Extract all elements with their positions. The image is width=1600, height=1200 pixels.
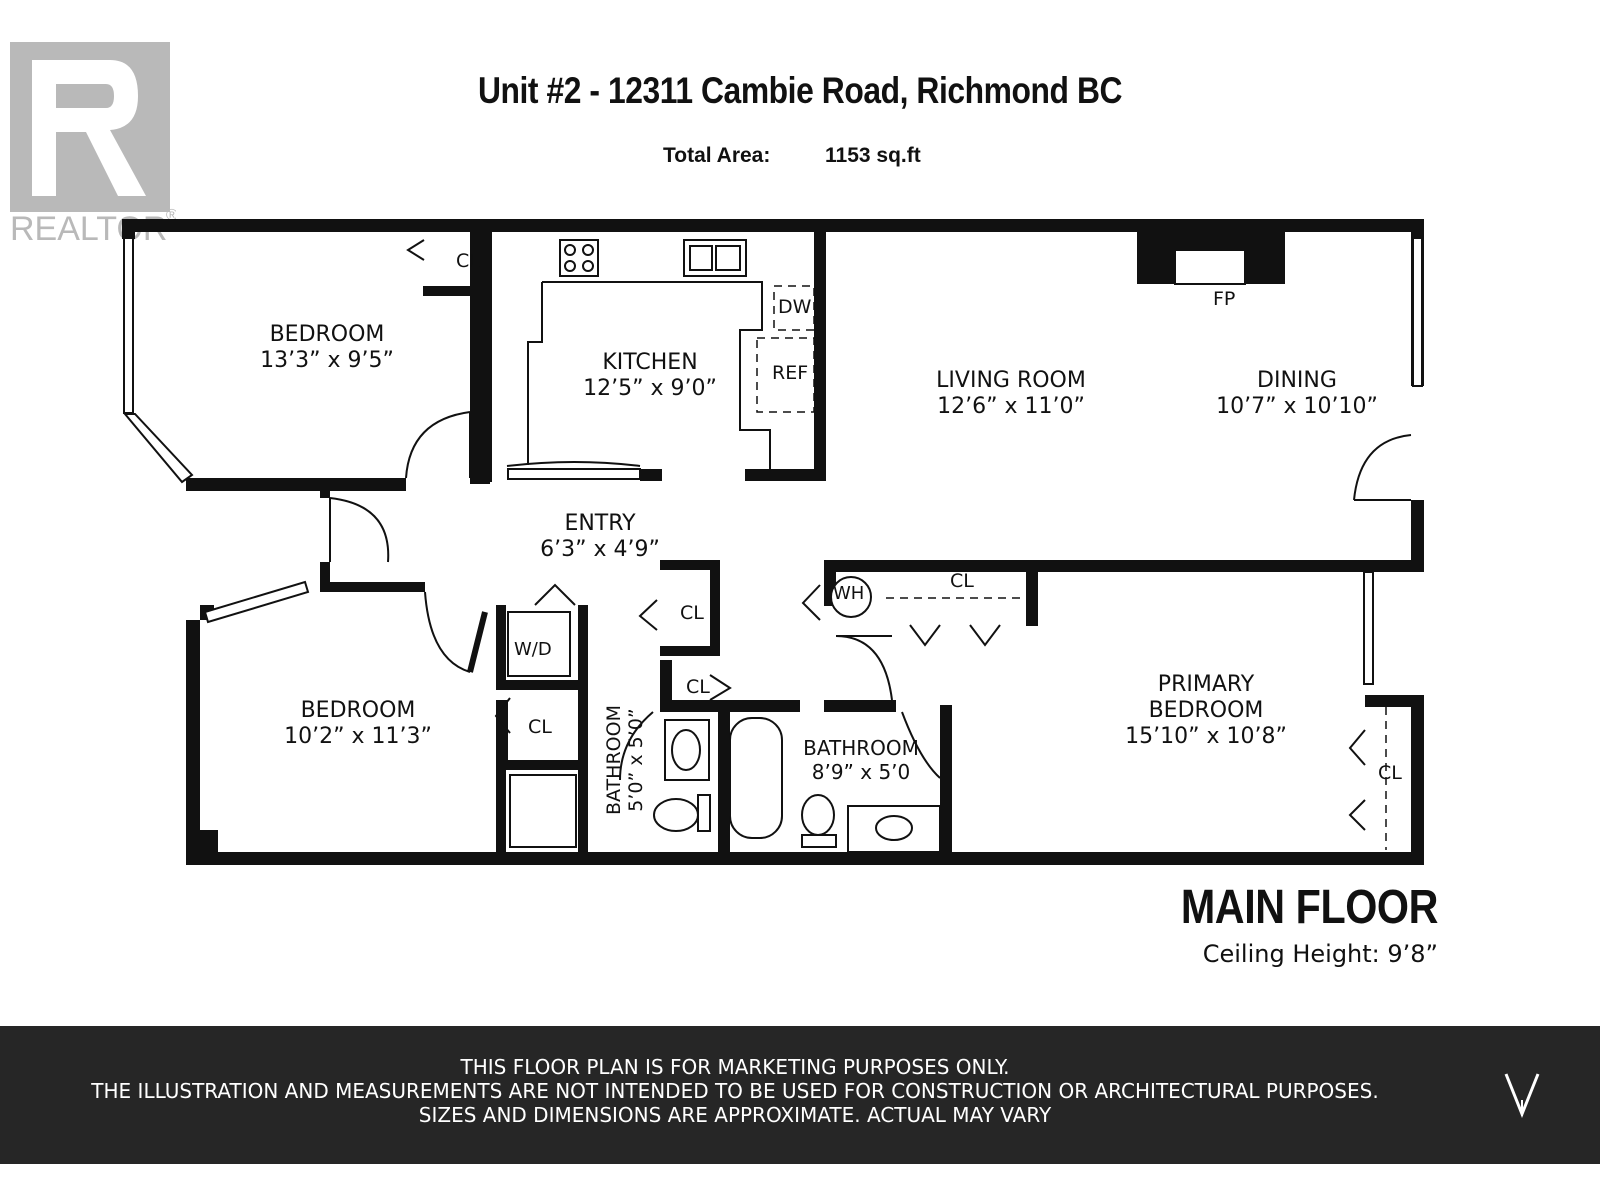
closet-label: CL	[528, 716, 552, 738]
closet-label: CL	[1378, 762, 1402, 784]
v-brand-icon	[1504, 1073, 1540, 1119]
toilet-icon-2	[801, 794, 835, 836]
room-dims: 15’10” x 10’8”	[1125, 724, 1287, 749]
windows	[122, 237, 1423, 685]
room-dims: 10’7” x 10’10”	[1216, 394, 1378, 419]
ceiling-height: Ceiling Height: 9’8”	[1202, 940, 1438, 968]
closet-door-marks	[406, 239, 1366, 831]
room-dims: 6’3” x 4’9”	[540, 537, 660, 562]
disclaimer-line-2: THE ILLUSTRATION AND MEASUREMENTS ARE NO…	[91, 1079, 1379, 1103]
room-primary-bedroom: PRIMARY BEDROOM 15’10” x 10’8”	[1125, 672, 1287, 750]
room-name-2: BEDROOM	[1148, 698, 1264, 723]
room-dims: 12’5” x 9’0”	[583, 376, 717, 401]
room-name: PRIMARY	[1157, 672, 1255, 697]
room-name: BATHROOM	[603, 705, 625, 815]
room-living: LIVING ROOM 12’6” x 11’0”	[936, 368, 1086, 420]
room-name: KITCHEN	[602, 350, 698, 375]
fixtures	[507, 239, 1246, 853]
fireplace-label: FP	[1213, 288, 1236, 310]
floor-title: MAIN FLOOR	[1180, 881, 1439, 934]
closet-label: CL	[686, 676, 710, 698]
room-name: LIVING ROOM	[936, 368, 1086, 393]
room-bedroom-2: BEDROOM 10’2” x 11’3”	[284, 698, 432, 750]
room-name: ENTRY	[564, 511, 636, 536]
room-name: BEDROOM	[269, 322, 385, 347]
closet-label: CL	[680, 602, 704, 624]
disclaimer-text: THIS FLOOR PLAN IS FOR MARKETING PURPOSE…	[0, 1055, 1470, 1127]
closet-label: CL	[950, 570, 974, 592]
registered-mark: ®	[166, 207, 176, 224]
room-entry: ENTRY 6’3” x 4’9”	[540, 511, 660, 563]
washer-dryer-icon	[507, 611, 571, 677]
refrigerator-label: REF	[772, 362, 809, 384]
disclaimer-line-3: SIZES AND DIMENSIONS ARE APPROXIMATE. AC…	[418, 1103, 1052, 1127]
shower-icon	[509, 774, 577, 848]
room-bathroom-small: BATHROOM 5’0” x 5’0”	[603, 705, 647, 815]
stove-icon	[559, 239, 599, 277]
water-heater-icon	[830, 576, 872, 618]
room-dims: 5’0” x 5’0”	[625, 708, 647, 812]
room-dims: 8’9” x 5’0	[811, 760, 911, 784]
walls	[122, 219, 1424, 865]
bathtub-icon	[729, 717, 783, 839]
toilet-icon	[653, 798, 699, 832]
closet-label: CL	[456, 250, 480, 272]
realtor-r-icon	[32, 60, 146, 196]
dishwasher-label: DW	[778, 296, 812, 318]
room-dining: DINING 10’7” x 10’10”	[1216, 368, 1378, 420]
room-bedroom-1: BEDROOM 13’3” x 9’5”	[260, 322, 394, 374]
room-bathroom-main: BATHROOM 8’9” x 5’0	[803, 736, 919, 784]
realtor-logo: REALTOR ®	[10, 42, 176, 247]
listing-title: Unit #2 - 12311 Cambie Road, Richmond BC	[477, 70, 1123, 111]
room-name: BEDROOM	[300, 698, 416, 723]
room-dims: 10’2” x 11’3”	[284, 724, 432, 749]
room-dims: 13’3” x 9’5”	[260, 348, 394, 373]
room-name: DINING	[1257, 368, 1337, 393]
door-swings	[329, 411, 1412, 781]
room-kitchen: KITCHEN 12’5” x 9’0”	[583, 350, 717, 402]
total-area-label: Total Area:	[663, 144, 771, 167]
disclaimer-footer: THIS FLOOR PLAN IS FOR MARKETING PURPOSE…	[0, 1026, 1600, 1164]
water-heater-label: WH	[833, 583, 865, 604]
room-name: BATHROOM	[803, 736, 919, 760]
disclaimer-line-1: THIS FLOOR PLAN IS FOR MARKETING PURPOSE…	[460, 1055, 1010, 1079]
vanity-icon	[847, 805, 941, 853]
washer-dryer-label: W/D	[514, 639, 552, 660]
total-area-value: 1153 sq.ft	[825, 144, 921, 167]
room-dims: 12’6” x 11’0”	[937, 394, 1085, 419]
